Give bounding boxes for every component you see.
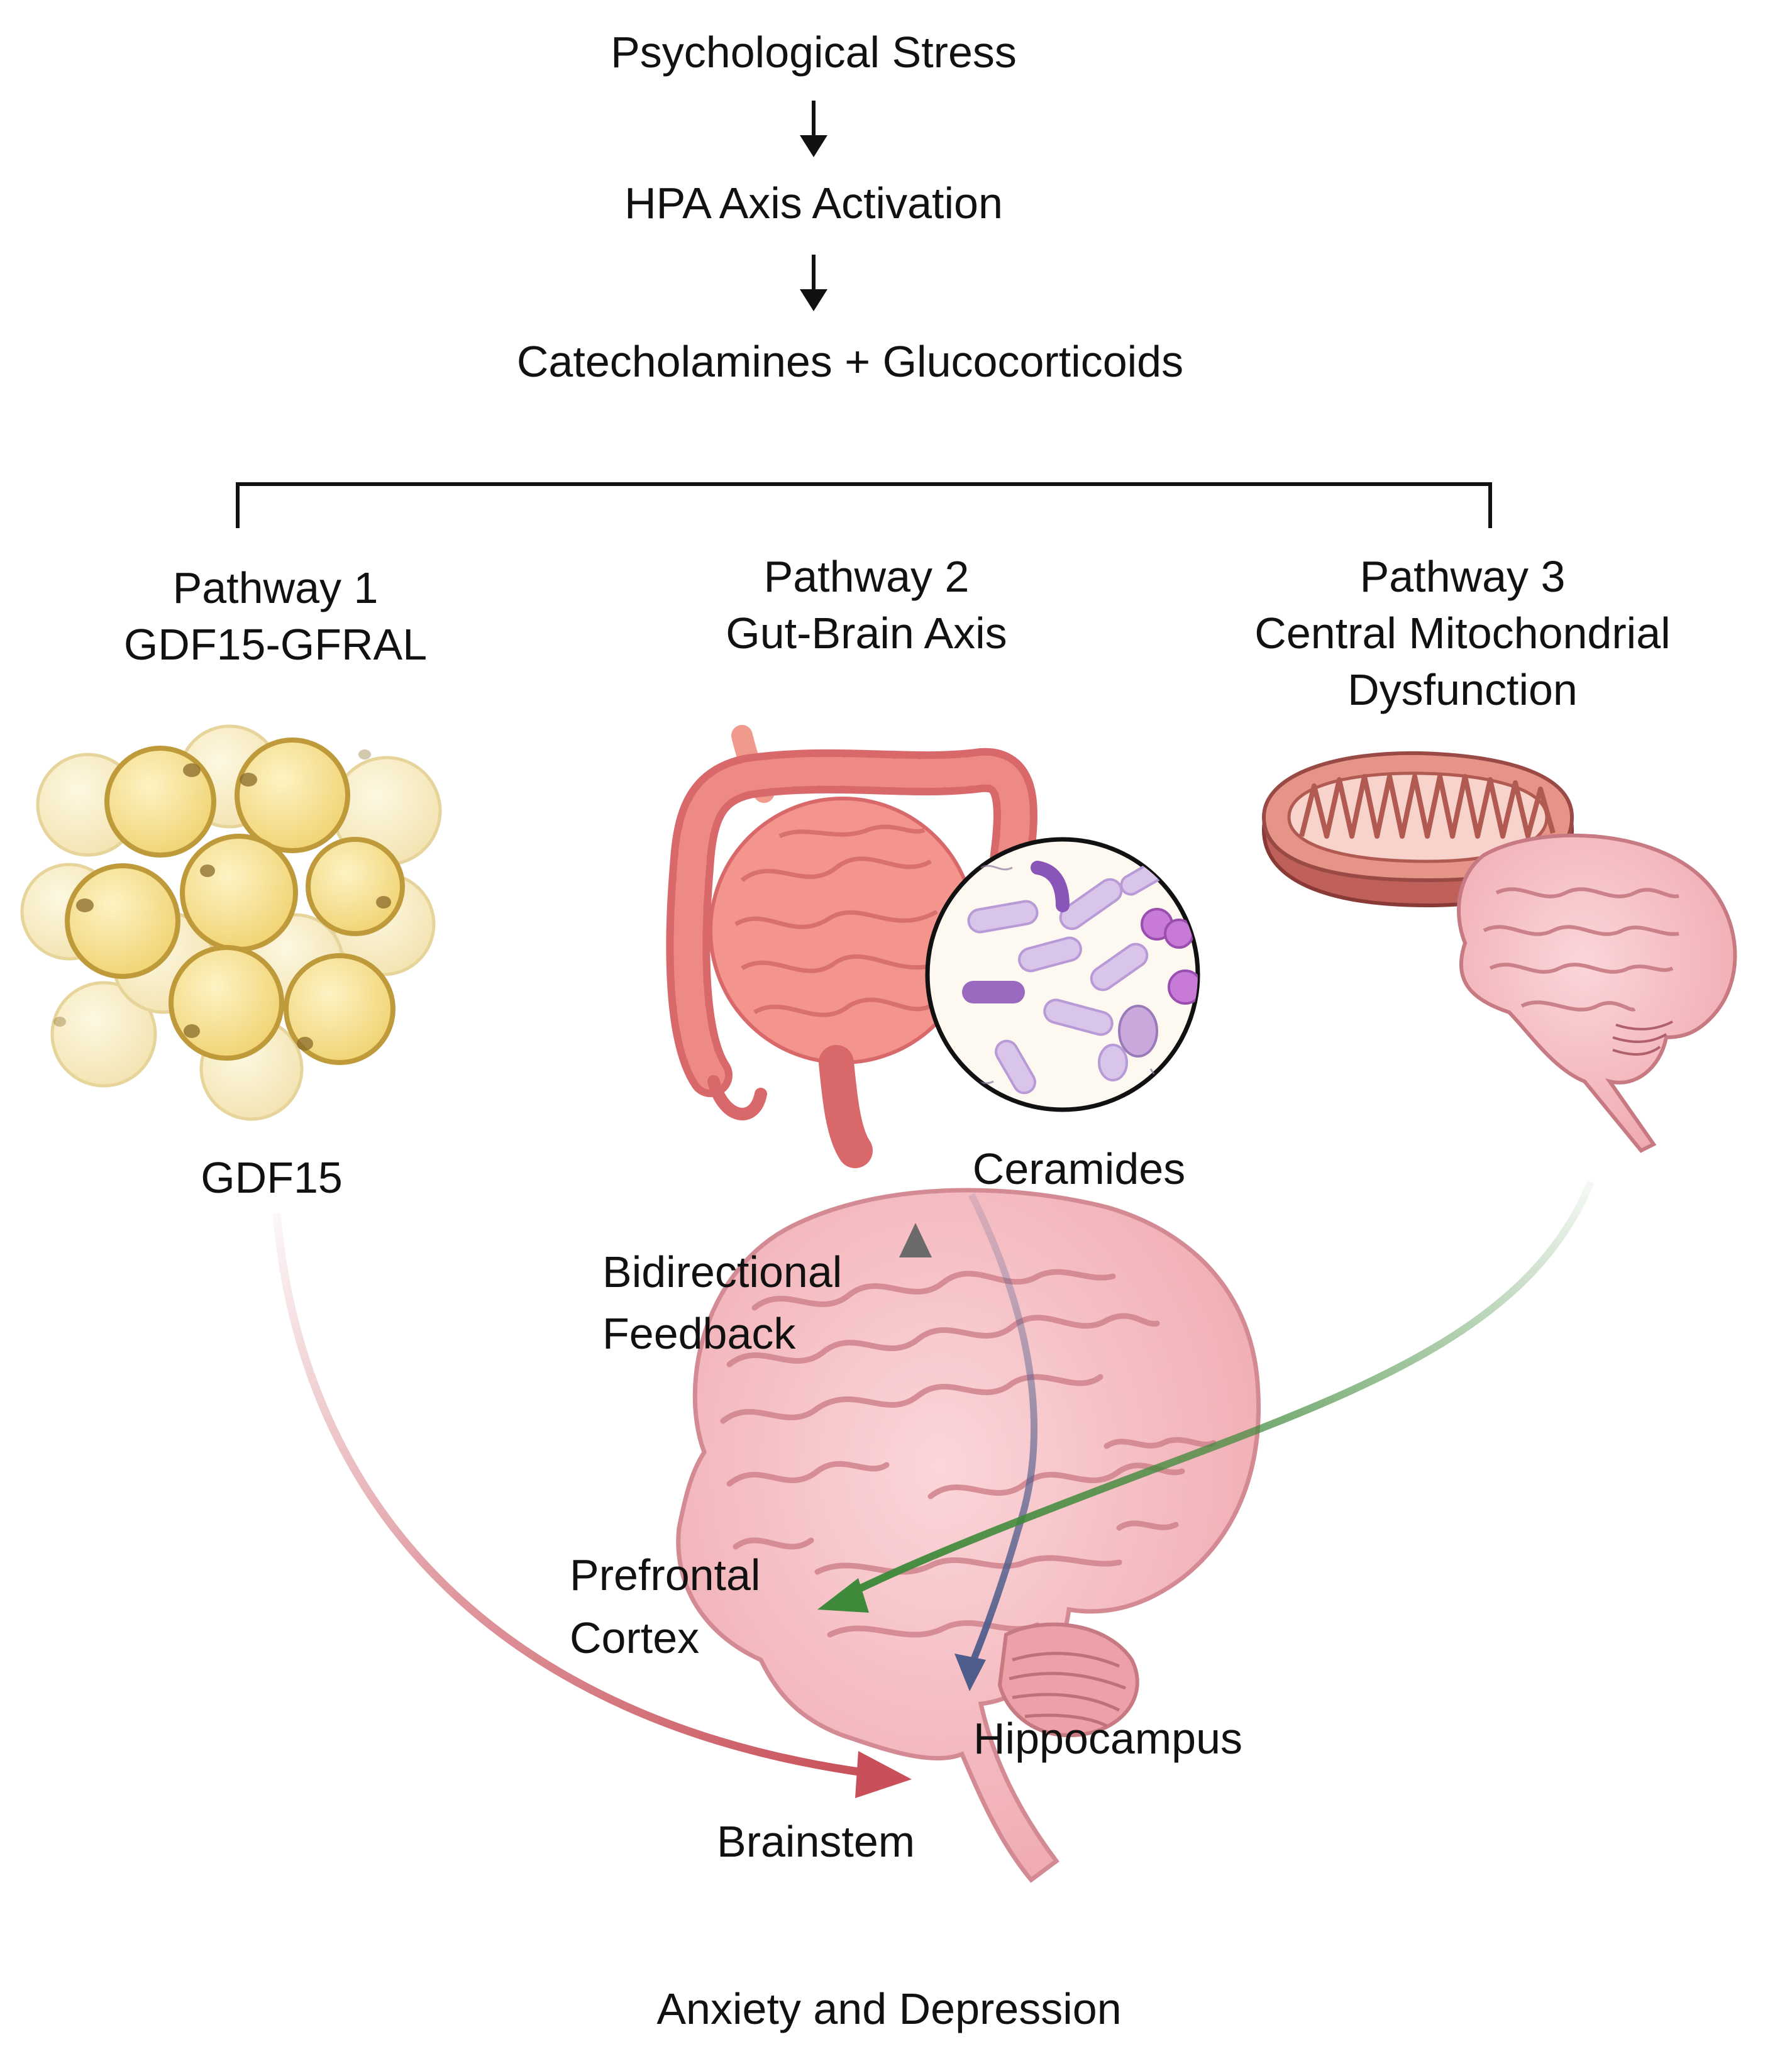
pathway3-arrow bbox=[817, 1180, 1595, 1613]
pathway2-number: Pathway 2 bbox=[763, 552, 970, 601]
feedback-arrow bbox=[899, 1223, 932, 1371]
pathway1-name: GDF15-GFRAL bbox=[123, 620, 428, 669]
feedback-label-line2: Feedback bbox=[602, 1309, 796, 1358]
ceramides-label: Ceramides bbox=[972, 1144, 1186, 1193]
pathway-bracket bbox=[236, 482, 1492, 528]
flow-step-hormones: Catecholamines + Glucocorticoids bbox=[516, 337, 1184, 386]
microbiome-icon bbox=[925, 837, 1200, 1112]
gdf15-label: GDF15 bbox=[201, 1153, 343, 1202]
prefrontal-label-line2: Cortex bbox=[570, 1613, 700, 1662]
pathway1-number: Pathway 1 bbox=[172, 563, 379, 612]
flow-arrow-1 bbox=[800, 101, 827, 157]
small-brain-icon bbox=[1457, 833, 1737, 1153]
brain-icon bbox=[676, 1188, 1261, 1883]
outcome-label: Anxiety and Depression bbox=[656, 1984, 1122, 2033]
pathway3-name-line2: Dysfunction bbox=[1347, 665, 1578, 714]
pathway3-number: Pathway 3 bbox=[1359, 552, 1566, 601]
flow-step-stress: Psychological Stress bbox=[611, 28, 1017, 77]
pathway1-arrow bbox=[272, 1213, 912, 1798]
fat-cells-icon bbox=[20, 724, 442, 1121]
pathway2-arrow bbox=[954, 1193, 1037, 1691]
hippocampus-label: Hippocampus bbox=[973, 1714, 1242, 1763]
pathway2-name: Gut-Brain Axis bbox=[726, 609, 1007, 658]
prefrontal-label-line1: Prefrontal bbox=[570, 1550, 761, 1599]
brainstem-label: Brainstem bbox=[717, 1817, 915, 1866]
feedback-label-line1: Bidirectional bbox=[602, 1247, 843, 1296]
pathway3-name: Central Mitochondrial bbox=[1254, 609, 1671, 658]
flow-arrow-2 bbox=[800, 255, 827, 311]
flow-step-hpa: HPA Axis Activation bbox=[624, 179, 1003, 228]
